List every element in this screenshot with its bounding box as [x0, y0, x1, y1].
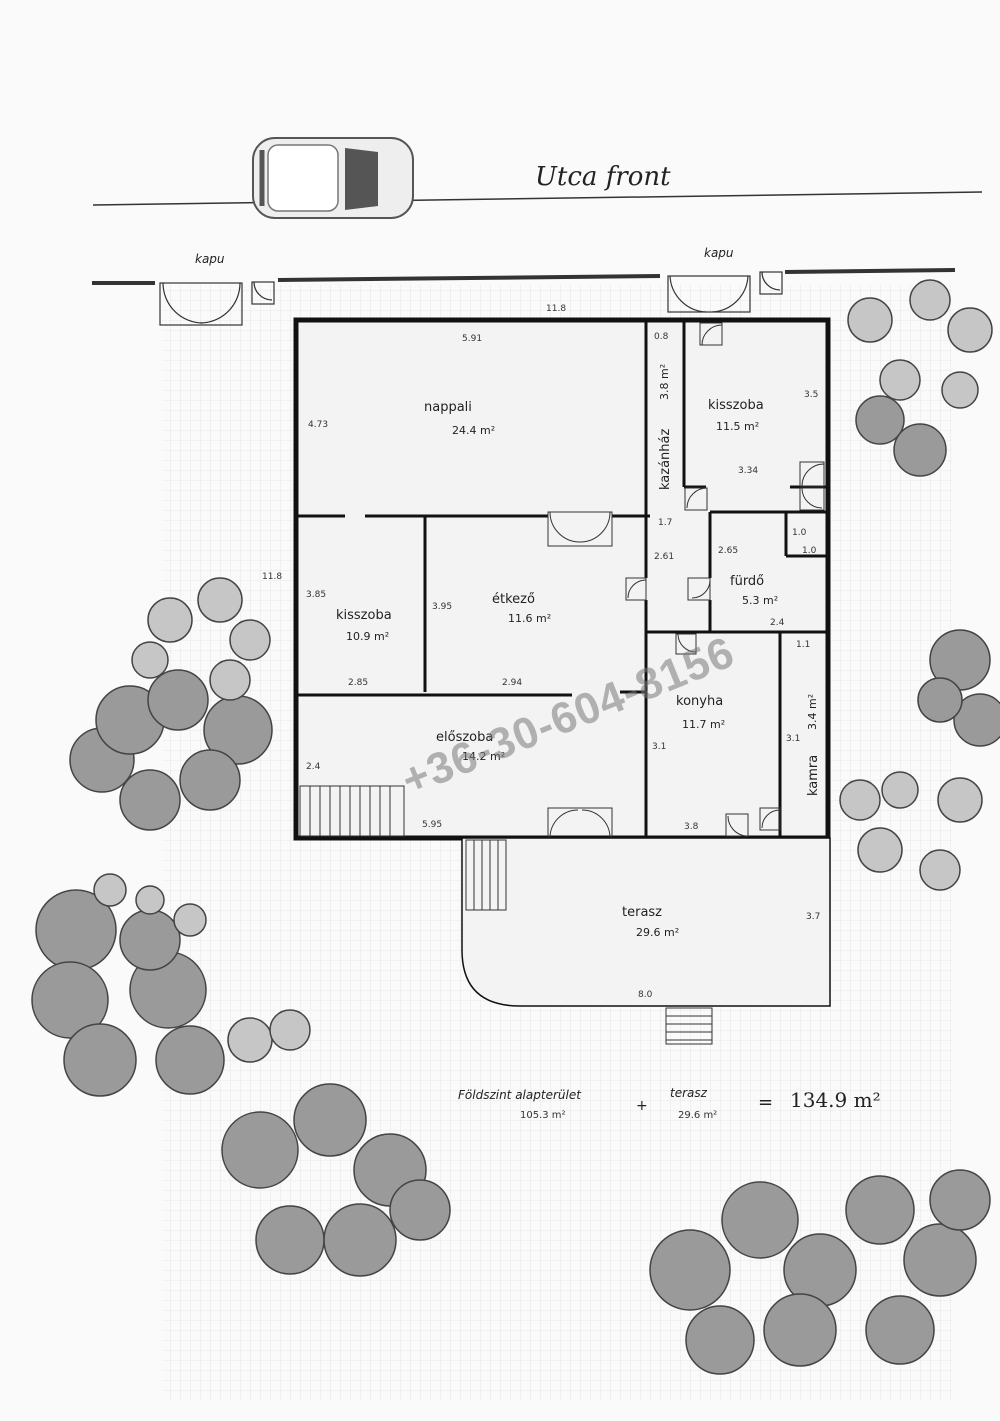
dim-terasz-depth: 3.7: [806, 912, 821, 922]
stairs-inside: [299, 785, 405, 837]
dim-kisszoba2-depth: 3.85: [306, 590, 327, 600]
dim-furdo-width: 2.65: [718, 546, 739, 556]
summary-total: 134.9 m²: [790, 1088, 881, 1112]
dim-kisszoba2-width: 2.85: [348, 678, 369, 688]
dim-eloszoba-depth: 2.4: [306, 762, 321, 772]
room-furdo-area: 5.3 m²: [742, 594, 779, 607]
dim-eloszoba-width: 5.95: [422, 820, 443, 830]
dim-hall-width: 1.7: [658, 518, 673, 528]
room-kisszoba2-name: kisszoba: [336, 608, 392, 623]
doors: [547, 322, 825, 839]
room-kamra-area: 3.4 m²: [806, 693, 819, 730]
summary-plus: +: [636, 1098, 648, 1114]
terrace-outline: [461, 837, 831, 1007]
room-konyha-name: konyha: [676, 694, 724, 709]
terrace-stairs: [465, 839, 713, 1045]
summary-terrace-label: terasz: [670, 1086, 707, 1100]
summary-ground-label: Földszint alapterület: [458, 1088, 581, 1102]
summary-ground-area: 105.3 m²: [520, 1110, 566, 1121]
dim-kisszoba1-width: 3.34: [738, 466, 759, 476]
fence: [92, 268, 956, 285]
dim-konyha-width: 3.8: [684, 822, 699, 832]
gate-left-label: kapu: [195, 252, 225, 266]
summary-equals: =: [758, 1092, 774, 1113]
dim-nappali-depth: 4.73: [308, 420, 329, 430]
summary-terrace-area: 29.6 m²: [678, 1110, 718, 1121]
gate-right-label: kapu: [704, 246, 734, 260]
gate-left-icon: [159, 281, 275, 326]
room-kisszoba1-area: 11.5 m²: [716, 420, 760, 433]
room-eloszoba-area: 14.2 m²: [462, 750, 506, 763]
dim-kamra-width: 1.1: [796, 640, 811, 650]
dim-kazanhaz-width: 0.8: [654, 332, 669, 342]
room-terasz-area: 29.6 m²: [636, 926, 680, 939]
dim-nappali-width: 5.91: [462, 334, 483, 344]
dim-konyha-depth: 3.1: [652, 742, 667, 752]
room-etkezo-area: 11.6 m²: [508, 612, 552, 625]
room-kisszoba1-name: kisszoba: [708, 398, 764, 413]
dim-kisszoba1-depth: 3.5: [804, 390, 819, 400]
dim-kamra-depth: 3.1: [786, 734, 801, 744]
dim-furdo-depth-small: 1.0: [792, 528, 807, 538]
dim-etkezo-depth: 3.95: [432, 602, 453, 612]
dim-hall-depth: 2.61: [654, 552, 675, 562]
room-nappali-area: 24.4 m²: [452, 424, 496, 437]
room-furdo-name: fürdő: [730, 574, 765, 589]
room-kisszoba2-area: 10.9 m²: [346, 630, 390, 643]
gate-right-icon: [667, 271, 783, 313]
car-icon: [252, 137, 414, 219]
interior-walls: [298, 322, 826, 836]
dim-lot-depth: 11.8: [262, 572, 283, 582]
room-etkezo-name: étkező: [492, 592, 535, 607]
dim-lot-width: 11.8: [546, 304, 567, 314]
house-outline: [293, 317, 831, 841]
dim-furdo-width-small: 1.0: [802, 546, 817, 556]
dim-terasz-width: 8.0: [638, 990, 653, 1000]
room-nappali-name: nappali: [424, 400, 472, 415]
street-label: Utca front: [535, 162, 671, 192]
room-kamra-name: kamra: [806, 754, 821, 796]
room-konyha-area: 11.7 m²: [682, 718, 726, 731]
room-kazanhaz-name: kazánház: [658, 428, 673, 490]
dim-furdo-bottom: 2.4: [770, 618, 785, 628]
dim-etkezo-width: 2.94: [502, 678, 523, 688]
street-line: [92, 191, 983, 206]
trees: [31, 279, 1000, 1375]
room-terasz-name: terasz: [622, 905, 663, 920]
room-eloszoba-name: előszoba: [436, 730, 494, 745]
room-kazanhaz-area: 3.8 m²: [658, 363, 671, 400]
